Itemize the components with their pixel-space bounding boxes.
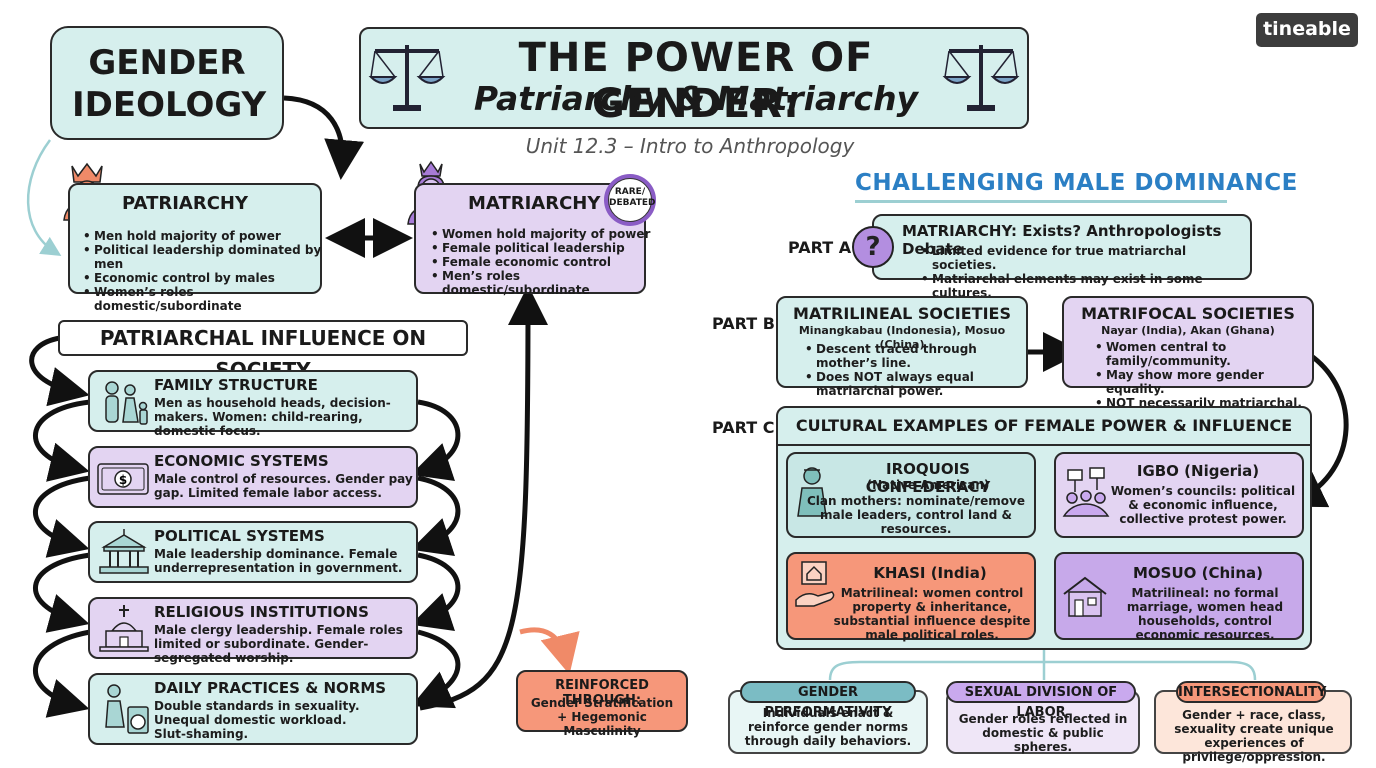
influence-item-text: Male control of resources. Gender pay ga… [154,472,413,500]
example-text: Clan mothers: nominate/remove male leade… [806,494,1025,536]
title-banner: THE POWER OF GENDER: Patriarchy & Matria… [359,27,1029,129]
influence-item-text: Male clergy leadership. Female roles lim… [154,623,403,665]
rare-debated-badge: RARE/ DEBATED [604,174,656,226]
part-c-title-rule [778,444,1310,446]
challenging-underline [855,200,1227,203]
example-title: MOSUO (China) [1133,564,1263,582]
influence-item: $ ECONOMIC SYSTEMS Male control of resou… [88,446,418,508]
bullet-item: Political leadership dominated by men [83,243,334,271]
bullet-item: Economic control by males [83,271,334,285]
concept-title: GENDER PERFORMATIVITY [740,681,916,720]
matrifocal-examples: Nayar (India), Akan (Ghana) [1101,324,1275,337]
matrifocal-bullets: Women central to family/community.May sh… [1092,340,1324,410]
example-title: IROQUOIS CONFEDERACY [865,460,991,496]
reinforced-text: Gender Stratification + Hegemonic Mascul… [530,696,674,738]
example-text: Matrilineal: women control property & in… [833,586,1031,642]
example-sub: (Native American) [866,478,990,492]
influence-item: DAILY PRACTICES & NORMS Double standards… [88,673,418,745]
example-card-igbo: IGBO (Nigeria) Women’s councils: politic… [1054,452,1304,538]
svg-text:$: $ [119,473,127,487]
influence-item: FAMILY STRUCTURE Men as household heads,… [88,370,418,438]
page-subtitle: Patriarchy & Matriarchy [473,79,919,118]
concept-text: Gender + race, class, sexuality create u… [1174,708,1334,764]
challenging-heading: CHALLENGING MALE DOMINANCE [855,170,1298,196]
matrilineal-title: MATRILINEAL SOCIETIES [793,304,1011,323]
page-title: THE POWER OF GENDER: [518,35,874,127]
reinforced-title: REINFORCED THROUGH: [555,678,649,708]
influence-item: RELIGIOUS INSTITUTIONS Male clergy leade… [88,597,418,665]
capitol-icon [99,529,149,574]
housework-icon [105,684,149,734]
money-icon: $ [97,463,149,495]
part-a-bullets: Limited evidence for true matriarchal so… [918,244,1252,300]
influence-item: POLITICAL SYSTEMS Male leadership domina… [88,521,418,583]
influence-item-text: Male leadership dominance. Female underr… [154,547,403,575]
patriarchy-title: PATRIARCHY [122,193,249,214]
example-text: Women’s councils: political & economic i… [1110,484,1296,526]
influence-item-text: Men as household heads, decision-makers.… [154,396,391,438]
influence-item-title: DAILY PRACTICES & NORMS [154,679,387,697]
bullet-item: Descent traced through mother’s line. [805,342,1038,370]
matrilineal-bullets: Descent traced through mother’s line.Doe… [802,342,1038,398]
protest-icon [1062,467,1110,517]
bullet-item: Men’s roles domestic/subordinate [431,269,662,297]
matrifocal-title: MATRIFOCAL SOCIETIES [1081,304,1295,323]
matriarchy-title: MATRIARCHY [468,193,601,214]
concept-title: INTERSECTIONALITY [1176,681,1326,703]
example-text: Matrilineal: no formal marriage, women h… [1126,586,1284,642]
bullet-item: Men hold majority of power [83,229,334,243]
example-card-mosuo: MOSUO (China) Matrilineal: no formal mar… [1054,552,1304,642]
unit-label: Unit 12.3 – Intro to Anthropology [525,134,855,158]
influence-item-title: ECONOMIC SYSTEMS [154,452,329,470]
concept-text: Gender roles reflected in domestic & pub… [958,712,1128,754]
gender-ideology-box: GENDER IDEOLOGY [50,26,284,140]
question-icon: ? [852,226,894,268]
matriarchy-bullets: Women hold majority of powerFemale polit… [428,227,662,297]
patriarchy-bullets: Men hold majority of powerPolitical lead… [80,229,334,313]
influence-item-title: RELIGIOUS INSTITUTIONS [154,603,369,621]
scales-right-icon [942,45,1020,111]
part-b-label: PART B: [712,314,782,333]
bullet-item: May show more gender equality. [1095,368,1324,396]
brand-logo: tineable [1256,13,1358,47]
patriarchy-box: PATRIARCHY Men hold majority of powerPol… [68,183,322,313]
matriarchy-box: MATRIARCHY Women hold majority of powerF… [414,183,650,297]
example-title: KHASI (India) [873,564,987,582]
reinforced-box: REINFORCED THROUGH: Gender Stratificatio… [516,670,688,738]
part-a-label: PART A: [788,238,858,257]
bullet-item: Women central to family/community. [1095,340,1324,368]
clan-mother-icon [797,467,827,517]
church-icon [99,605,149,652]
influence-item-text: Double standards in sexuality. Unequal d… [154,699,360,741]
example-card-iroquois: IROQUOIS CONFEDERACY (Native American) C… [786,452,1036,538]
part-c-title: CULTURAL EXAMPLES OF FEMALE POWER & INFL… [795,416,1293,435]
matrifocal-box: MATRIFOCAL SOCIETIES Nayar (India), Akan… [1062,296,1314,410]
influence-heading-box: PATRIARCHAL INFLUENCE ON SOCIETY [58,320,468,382]
bullet-item: Women’s roles domestic/subordinate [83,285,334,313]
influence-item-title: FAMILY STRUCTURE [154,376,318,394]
property-hand-icon [795,561,835,607]
concept-title: SEXUAL DIVISION OF LABOR [946,681,1136,720]
scales-left-icon [368,45,446,111]
family-icon [105,381,148,425]
matrilineal-box: MATRILINEAL SOCIETIES Minangkabau (Indon… [776,296,1028,398]
bullet-item: Women hold majority of power [431,227,662,241]
house-icon [1063,576,1107,617]
example-card-khasi: KHASI (India) Matrilineal: women control… [786,552,1036,642]
gender-ideology-label: GENDER IDEOLOGY [72,43,267,125]
bullet-item: Does NOT always equal matriarchal power. [805,370,1038,398]
part-a-box: MATRIARCHY: Exists? Anthropologists Deba… [872,214,1252,300]
rare-debated-label: RARE/ DEBATED [608,178,656,222]
part-c-label: PART C: [712,418,781,437]
logo-text: tineable [1263,18,1351,40]
example-title: IGBO (Nigeria) [1136,462,1260,480]
bullet-item: Female economic control [431,255,662,269]
bullet-item: Female political leadership [431,241,662,255]
bullet-item: Limited evidence for true matriarchal so… [921,244,1252,272]
influence-item-title: POLITICAL SYSTEMS [154,527,325,545]
concept-text: Individuals enact & reinforce gender nor… [744,706,912,748]
